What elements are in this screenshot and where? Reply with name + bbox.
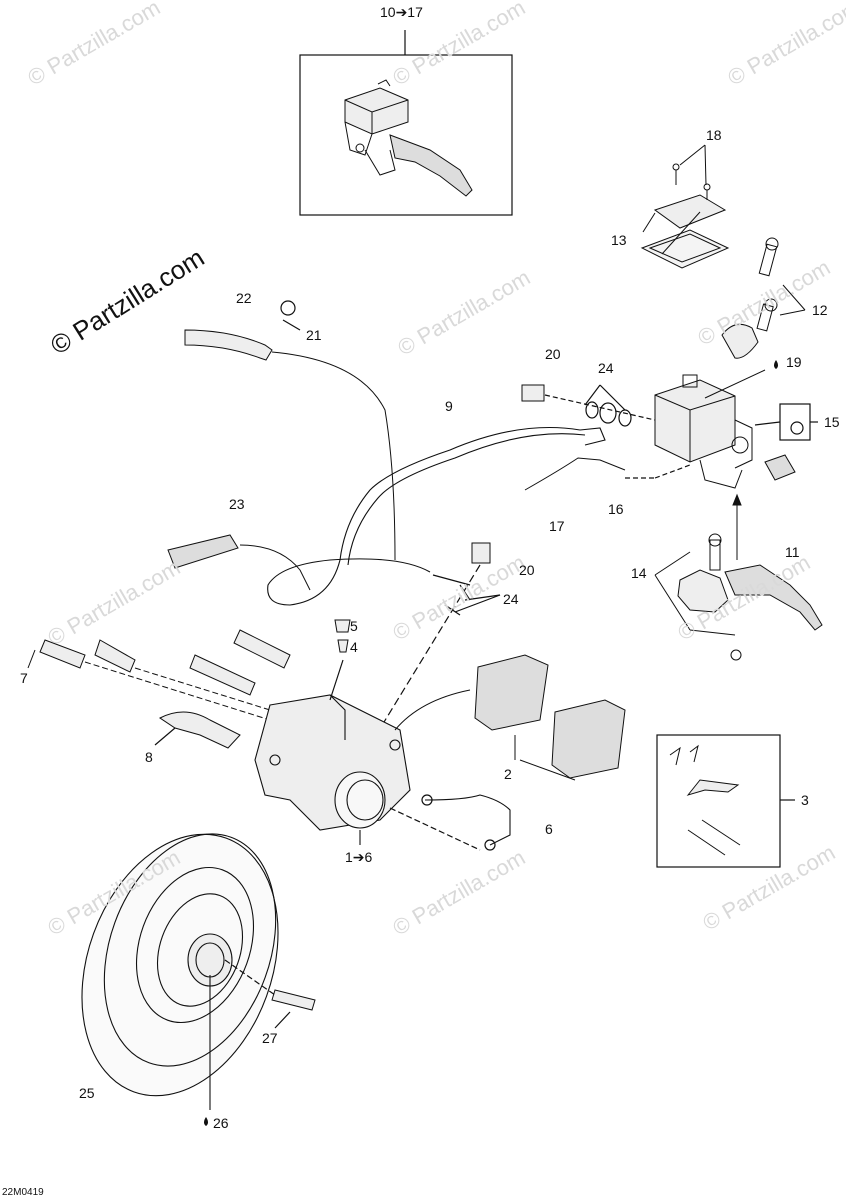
brake-lever [654, 493, 823, 661]
callout-1-6: 1➔6 [345, 849, 373, 865]
oil-drop-icon [774, 360, 778, 369]
callout-8: 8 [145, 749, 153, 765]
reservoir-cover [640, 144, 730, 269]
callout-17: 17 [549, 518, 565, 534]
clamp-bolts [721, 237, 806, 359]
hardware-kit-box [656, 734, 781, 868]
callout-16: 16 [608, 501, 624, 517]
hose-protector [184, 329, 273, 361]
oil-drop-icon [204, 1117, 208, 1126]
callout-22: 22 [236, 290, 252, 306]
callout-14: 14 [631, 565, 647, 581]
callout-4: 4 [350, 639, 358, 655]
callout-21: 21 [306, 327, 322, 343]
callout-12: 12 [812, 302, 828, 318]
brake-pads [394, 654, 626, 781]
callout-9: 9 [445, 398, 453, 414]
brake-hose-9 [267, 426, 606, 606]
callout-20-top: 20 [545, 346, 561, 362]
callout-24-top: 24 [598, 360, 614, 376]
brake-disc [81, 833, 279, 1110]
callout-10-17: 10➔17 [380, 4, 423, 20]
callout-11: 11 [785, 544, 800, 560]
brake-line-6 [424, 794, 511, 846]
callout-2: 2 [504, 766, 512, 782]
inset-master-cylinder [344, 79, 473, 197]
pad-spring [159, 711, 241, 749]
callout-23: 23 [229, 496, 245, 512]
master-cylinder-body [654, 369, 766, 489]
callout-24-lower: 24 [503, 591, 519, 607]
callout-25: 25 [79, 1085, 95, 1101]
brake-switch-wire [524, 457, 626, 491]
inset-master-cylinder-box [299, 54, 513, 216]
callout-19: 19 [786, 354, 802, 370]
drawing-code: 22M0419 [2, 1187, 44, 1198]
callout-13: 13 [611, 232, 627, 248]
callout-20-lower: 20 [519, 562, 535, 578]
callout-26: 26 [213, 1115, 229, 1131]
caliper-bolts [27, 629, 291, 721]
callout-6: 6 [545, 821, 553, 837]
callout-5: 5 [350, 618, 358, 634]
banjo-bolt [521, 384, 545, 402]
brake-caliper [254, 694, 411, 845]
callout-15: 15 [824, 414, 840, 430]
callout-7: 7 [20, 670, 28, 686]
callout-3: 3 [801, 792, 809, 808]
callout-27: 27 [262, 1030, 278, 1046]
callout-18: 18 [706, 127, 722, 143]
spring-protector [167, 534, 239, 569]
